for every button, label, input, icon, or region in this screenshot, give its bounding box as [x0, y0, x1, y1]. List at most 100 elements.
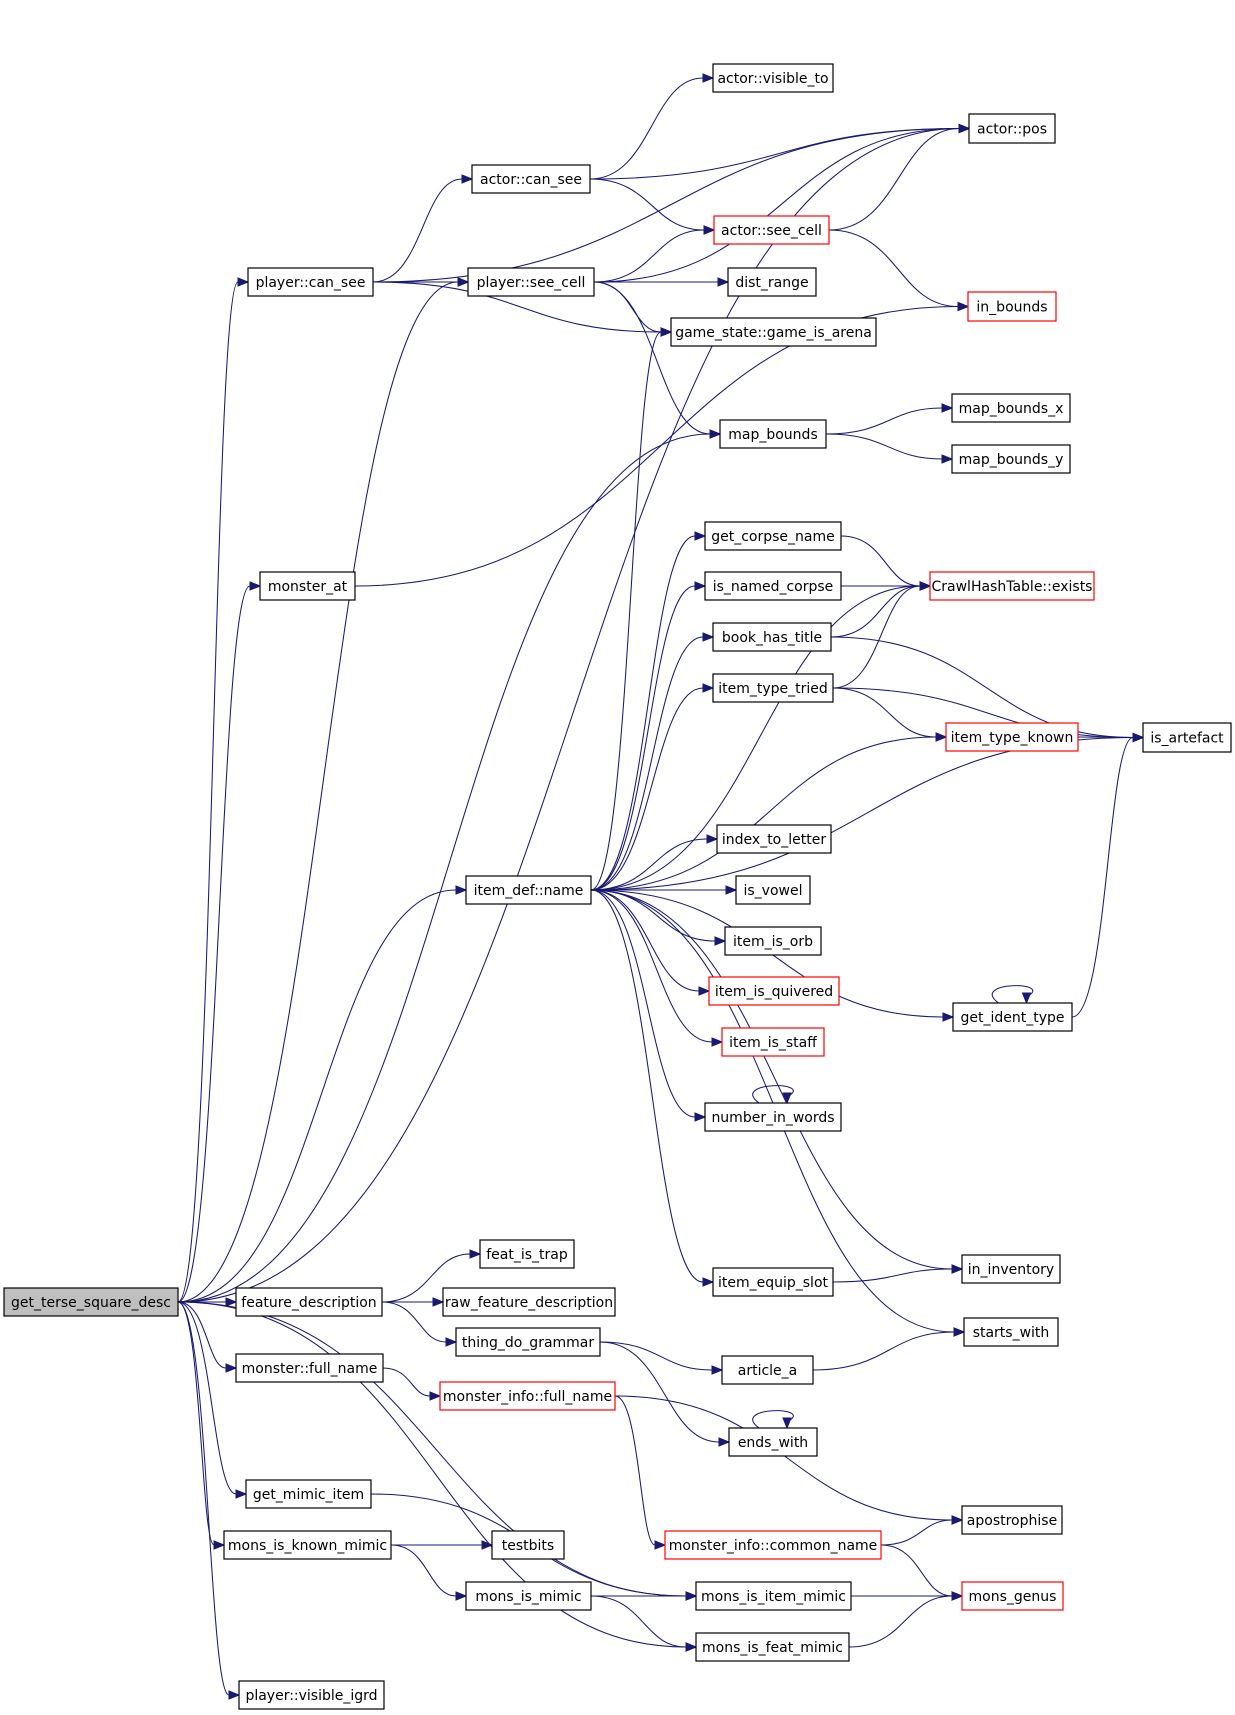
node-map-bounds-x[interactable]: map_bounds_x [951, 393, 1071, 423]
node-item-is-quivered[interactable]: item_is_quivered [708, 976, 840, 1006]
edge-ends_with-to-ends_with [752, 1410, 794, 1430]
node-box [721, 1027, 825, 1057]
node-player-see-cell[interactable]: player::see_cell [467, 267, 595, 297]
node-get-ident-type[interactable]: get_ident_type [952, 1002, 1073, 1032]
node-feature-description[interactable]: feature_description [235, 1287, 383, 1317]
arrow-head-icon [706, 834, 719, 844]
node-monster-full-name[interactable]: monster::full_name [235, 1353, 384, 1383]
arrow-head-icon [941, 454, 954, 464]
node-map-bounds[interactable]: map_bounds [719, 419, 827, 449]
node-item-is-staff[interactable]: item_is_staff [721, 1027, 825, 1057]
edge-line [590, 889, 700, 992]
edge-line [614, 1395, 953, 1521]
node-player-can-see[interactable]: player::can_see [247, 267, 374, 297]
node-item-equip-slot[interactable]: item_equip_slot [712, 1267, 834, 1297]
node-actor-visible-to[interactable]: actor::visible_to [712, 63, 834, 93]
node-book-has-title[interactable]: book_has_title [712, 622, 832, 652]
arrow-head-icon [481, 1540, 494, 1550]
node-label: map_bounds_x [959, 401, 1064, 417]
node-box [712, 63, 834, 93]
node-is-named-corpse[interactable]: is_named_corpse [704, 571, 842, 601]
node-box [708, 976, 840, 1006]
node-index-to-letter[interactable]: index_to_letter [716, 824, 832, 854]
node-testbits[interactable]: testbits [491, 1530, 565, 1560]
node-box [719, 419, 827, 449]
node-ends-with[interactable]: ends_with [728, 1427, 818, 1457]
node-monster-at[interactable]: monster_at [259, 571, 356, 601]
node-map-bounds-y[interactable]: map_bounds_y [951, 444, 1071, 474]
edge-map_bounds-to-map_bounds_x [825, 403, 954, 435]
node-in-inventory[interactable]: in_inventory [961, 1254, 1061, 1284]
node-box [951, 444, 1071, 474]
arrow-head-icon [445, 1337, 458, 1347]
node-apostrophise[interactable]: apostrophise [961, 1505, 1063, 1535]
edge-player_can_see-to-actor_can_see [372, 174, 474, 283]
arrow-head-icon [957, 301, 970, 312]
node-box [442, 1287, 616, 1317]
node-item-is-orb[interactable]: item_is_orb [724, 926, 822, 956]
node-in-bounds[interactable]: in_bounds [967, 291, 1057, 322]
edge-get_ident_type-to-is_artefact [1071, 732, 1145, 1018]
node-item-type-known[interactable]: item_type_known [945, 722, 1079, 752]
node-starts-with[interactable]: starts_with [963, 1317, 1059, 1347]
edge-line [177, 585, 251, 1303]
node-feat-is-trap[interactable]: feat_is_trap [479, 1239, 575, 1269]
node-mons-is-known-mimic[interactable]: mons_is_known_mimic [223, 1530, 392, 1560]
edge-get_terse_square_desc-to-player_see_cell [177, 277, 470, 1303]
edge-line [840, 535, 921, 587]
node-mons-is-mimic[interactable]: mons_is_mimic [465, 1581, 592, 1611]
arrow-head-icon [702, 73, 715, 83]
arrow-head-icon [702, 1277, 715, 1287]
node-is-artefact[interactable]: is_artefact [1142, 722, 1232, 753]
edge-line [590, 687, 704, 891]
edge-get_ident_type-to-get_ident_type [991, 985, 1034, 1005]
node-monster-info-common-name[interactable]: monster_info::common_name [664, 1530, 882, 1560]
node-label: monster_at [268, 579, 348, 595]
node-actor-can-see[interactable]: actor::can_see [471, 164, 591, 194]
node-box [716, 824, 832, 854]
arrow-head-icon [782, 1417, 792, 1430]
node-thing-do-grammar[interactable]: thing_do_grammar [455, 1327, 601, 1357]
node-crawl-exists[interactable]: CrawlHashTable::exists [929, 571, 1095, 601]
edge-item_def_name-to-book_has_title [590, 632, 715, 891]
node-game-is-arena[interactable]: game_state::game_is_arena [670, 317, 877, 347]
node-actor-see-cell[interactable]: actor::see_cell [713, 215, 830, 245]
node-mons-is-feat-mimic[interactable]: mons_is_feat_mimic [695, 1632, 850, 1662]
edge-line [832, 687, 937, 738]
arrow-head-icon [225, 1363, 238, 1373]
edge-feature_description-to-raw_feature_description [381, 1297, 445, 1307]
node-mons-is-item-mimic[interactable]: mons_is_item_mimic [695, 1581, 852, 1611]
node-dist-range[interactable]: dist_range [727, 267, 817, 297]
node-label: get_corpse_name [711, 529, 835, 545]
node-box [963, 1317, 1059, 1347]
node-box [238, 1680, 385, 1710]
edge-line [752, 1085, 794, 1104]
node-actor-pos[interactable]: actor::pos [968, 113, 1056, 144]
node-box [952, 1002, 1073, 1032]
arrow-head-icon [709, 429, 722, 439]
node-monster-info-full-name[interactable]: monster_info::full_name [439, 1381, 616, 1411]
node-player-visible-igrd[interactable]: player::visible_igrd [238, 1680, 385, 1710]
edge-mons_is_known_mimic-to-testbits [391, 1540, 494, 1550]
node-item-def-name[interactable]: item_def::name [465, 875, 592, 905]
edge-line [593, 127, 960, 283]
node-get-mimic-item[interactable]: get_mimic_item [245, 1479, 372, 1509]
edge-line [589, 178, 705, 231]
arrow-head-icon [951, 1591, 964, 1601]
edge-item_def_name-to-is_artefact [590, 732, 1145, 891]
node-item-type-tried[interactable]: item_type_tried [712, 673, 834, 703]
node-label: monster_info::common_name [669, 1538, 878, 1554]
node-raw-feature-description[interactable]: raw_feature_description [442, 1287, 616, 1317]
node-get-corpse-name[interactable]: get_corpse_name [704, 521, 842, 551]
node-article-a[interactable]: article_a [721, 1355, 814, 1385]
arrow-head-icon [711, 1365, 724, 1375]
node-is-vowel[interactable]: is_vowel [735, 875, 811, 905]
edge-article_a-to-starts_with [812, 1327, 966, 1371]
node-box [235, 1353, 384, 1383]
node-mons-genus[interactable]: mons_genus [961, 1581, 1064, 1611]
edge-line [825, 407, 943, 435]
node-number-in-words[interactable]: number_in_words [704, 1102, 842, 1132]
edge-get_terse_square_desc-to-monster_full_name [177, 1301, 238, 1373]
arrow-head-icon [714, 936, 727, 946]
